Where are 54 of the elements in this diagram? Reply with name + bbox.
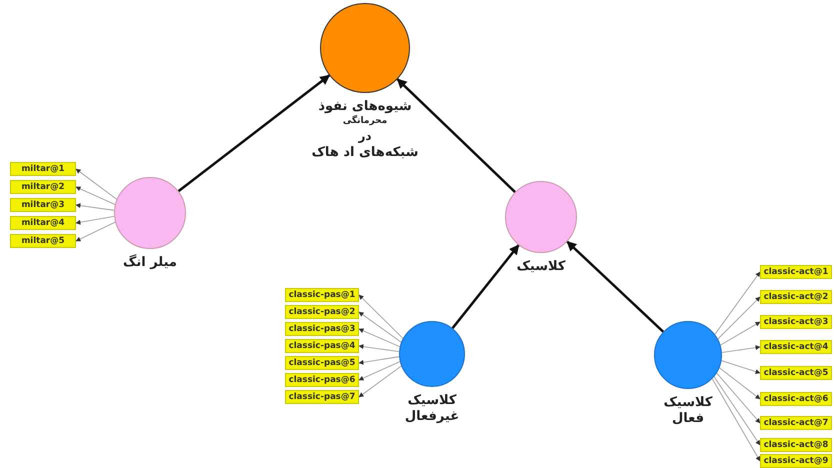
loading-line (358, 361, 400, 380)
indicator-box: classic-pas@4 (285, 339, 359, 353)
loading-line (721, 360, 760, 374)
loading-line (76, 216, 115, 225)
loading-line (722, 345, 760, 353)
loading-line (358, 356, 400, 365)
latent-variable-label: میلر انگ (122, 255, 178, 272)
indicator-box: classic-act@7 (760, 416, 832, 430)
latent-variable-label: کلاسیک غیرفعال (404, 393, 460, 426)
path-arrow (178, 74, 330, 192)
loading-line (720, 322, 760, 346)
loading-line (358, 344, 400, 352)
indicator-box: classic-act@9 (760, 454, 832, 468)
indicator-box: classic-act@4 (760, 340, 832, 354)
path-arrow (396, 78, 516, 193)
loading-line (714, 272, 760, 335)
loading-line (714, 376, 760, 446)
indicator-box: classic-act@6 (760, 392, 832, 406)
loading-line (358, 366, 402, 398)
loading-line (358, 294, 404, 339)
indicator-box: classic-pas@6 (285, 373, 359, 387)
path-arrow (566, 240, 664, 333)
latent-variable-label: در (357, 128, 373, 144)
loading-line (719, 367, 760, 400)
indicator-box: classic-pas@1 (285, 288, 359, 302)
indicator-box: classic-act@3 (760, 315, 832, 329)
latent-variable-label: شیوه‌های نفوذ (317, 99, 413, 115)
indicator-box: classic-act@1 (760, 265, 832, 279)
loading-line (76, 186, 116, 205)
latent-variable-label: محرمانگی (342, 116, 388, 128)
indicator-box: classic-pas@5 (285, 356, 359, 370)
loading-line (712, 378, 760, 462)
indicator-box: classic-act@8 (760, 438, 832, 452)
indicator-box: classic-pas@3 (285, 322, 359, 336)
loading-line (718, 296, 760, 340)
loading-line (76, 203, 114, 211)
indicator-box: miltar@2 (10, 180, 76, 194)
loading-line (358, 312, 402, 343)
latent-variable-label: شبکه‌های اد هاک (310, 144, 420, 161)
indicator-box: classic-act@2 (760, 290, 832, 304)
indicator-box: miltar@3 (10, 198, 76, 212)
indicator-box: classic-pas@7 (285, 390, 359, 404)
indicator-box: miltar@4 (10, 216, 76, 230)
indicator-box: miltar@1 (10, 162, 76, 176)
latent-variable-label: کلاسیک فعال (662, 395, 714, 428)
indicator-box: classic-pas@2 (285, 305, 359, 319)
path-arrow (452, 244, 520, 329)
loading-line (76, 222, 116, 242)
indicator-box: classic-act@5 (760, 366, 832, 380)
loading-line (716, 372, 760, 424)
loading-line (76, 168, 118, 200)
indicator-box: miltar@5 (10, 234, 76, 248)
loading-line (358, 328, 400, 348)
latent-variable-label: کلاسیک (516, 259, 566, 276)
